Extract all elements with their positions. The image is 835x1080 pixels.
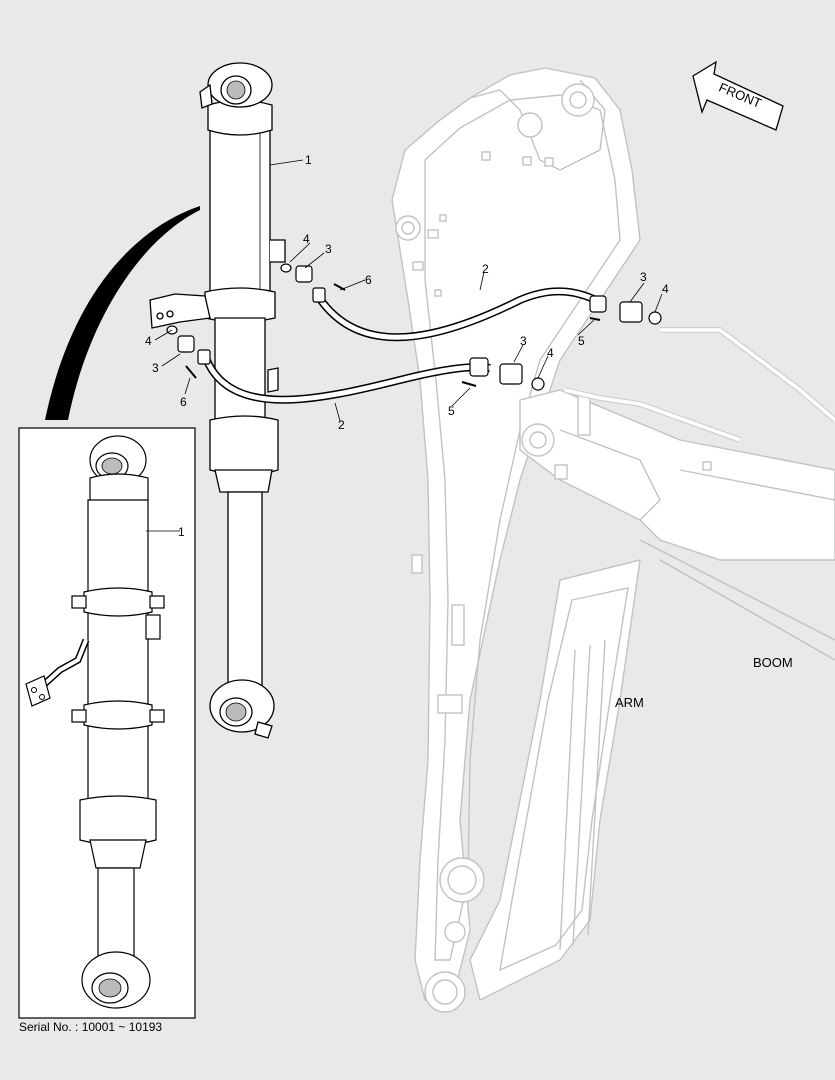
callout-4-arm-lower: 4 (547, 346, 554, 360)
callout-4-lower: 4 (145, 334, 152, 348)
arm-cylinder-main (149, 62, 286, 739)
callout-4-upper: 4 (303, 232, 310, 246)
arm-label: ARM (615, 695, 644, 710)
callout-2-lower: 2 (338, 418, 345, 432)
inset-detail (18, 427, 196, 1019)
callout-4-arm-upper: 4 (662, 282, 669, 296)
leader-lines (146, 159, 663, 532)
callout-5-arm-lower: 5 (448, 404, 455, 418)
inset-cylinder (71, 435, 165, 1009)
callout-3-lower: 3 (152, 361, 159, 375)
callout-6-upper: 6 (365, 273, 372, 287)
sweep-shading (45, 206, 200, 420)
hose-assemblies (166, 263, 662, 404)
arm-structure (391, 67, 835, 1013)
callout-3-arm-lower: 3 (520, 334, 527, 348)
callout-6-lower: 6 (180, 395, 187, 409)
callout-2-upper: 2 (482, 262, 489, 276)
callout-numbers: 1 4 3 6 4 3 6 2 2 3 4 5 3 4 5 1 (145, 153, 669, 539)
callout-5-arm-upper: 5 (578, 334, 585, 348)
callout-3-arm-upper: 3 (640, 270, 647, 284)
boom-label: BOOM (753, 655, 793, 670)
callout-3-upper: 3 (325, 242, 332, 256)
callout-1-inset: 1 (178, 525, 185, 539)
front-arrow: FRONT (692, 60, 784, 131)
serial-number: Serial No. : 10001 ~ 10193 (19, 1020, 163, 1034)
callout-1-main: 1 (305, 153, 312, 167)
